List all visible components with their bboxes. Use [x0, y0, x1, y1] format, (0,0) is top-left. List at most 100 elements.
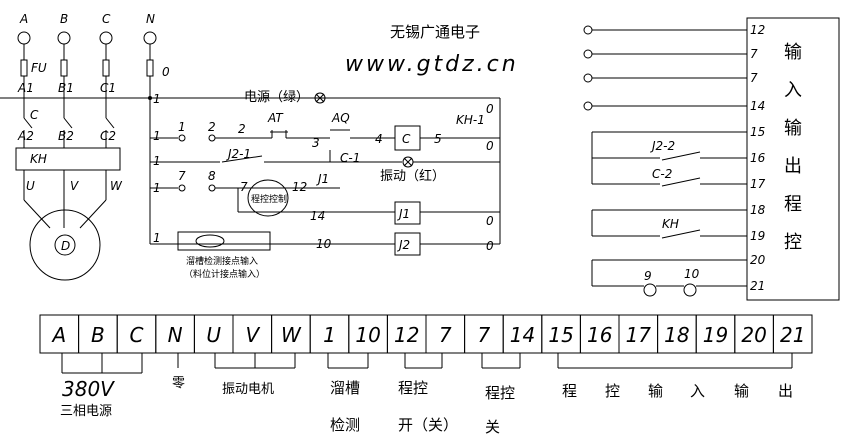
- strip-label: B: [91, 323, 105, 347]
- c-1-label: C-1: [340, 151, 360, 165]
- svg-text:J1: J1: [397, 207, 410, 221]
- strip-label: U: [206, 323, 221, 347]
- vib-lamp-label: 振动（红）: [380, 168, 445, 184]
- io-pin: 15: [750, 125, 765, 139]
- io-pin: 12: [750, 23, 765, 37]
- chute-label-2: 检测: [330, 416, 360, 434]
- hopper-input-label: 溜槽检测接点输入: [186, 255, 258, 267]
- terminal-a: [17, 31, 31, 45]
- io-pin: 19: [750, 229, 765, 243]
- strip-label: 10: [355, 323, 380, 347]
- prog-io-char: 控: [605, 382, 620, 400]
- prog-off-label-2: 关: [485, 418, 500, 436]
- level-input-label: （料位计接点输入）: [184, 268, 265, 280]
- fuse-n: [146, 59, 154, 77]
- contactor-out-a: A2: [17, 129, 34, 143]
- terminal-legend: 380V 三相电源 零 振动电机 溜槽 检测 程控 开（关） 程控 关 程 控 …: [60, 353, 793, 436]
- strip-label: 21: [780, 323, 805, 347]
- motor-u-label: U: [26, 179, 35, 193]
- svg-text:4: 4: [375, 132, 383, 146]
- control-circuit: 1 1 1 1 1 0 0 0 0 电源（绿） 1 2 2 AT 3 AQ 4 …: [149, 90, 501, 280]
- vib-motor-label: 振动电机: [222, 382, 274, 397]
- io-title-char: 控: [784, 232, 802, 253]
- prog-on-label-1: 程控: [398, 379, 428, 397]
- svg-text:7: 7: [178, 169, 186, 183]
- power-circuit: A B C N FU 0 A1 B1 C1 C A2 B2 C2: [0, 12, 500, 281]
- fuse-out-b: B1: [58, 81, 74, 95]
- left-node: 1: [153, 92, 161, 106]
- prog-io-char: 入: [690, 382, 705, 400]
- motor-label: D: [61, 239, 70, 253]
- strip-label: A: [50, 323, 66, 347]
- j1-contact-label: J1: [316, 172, 329, 186]
- strip-label: 20: [741, 323, 766, 347]
- svg-text:J2: J2: [397, 238, 410, 252]
- power-lamp-label: 电源（绿）: [244, 90, 309, 105]
- neutral-label: 0: [162, 65, 170, 79]
- hopper-sensor-symbol: [195, 234, 225, 248]
- thermal-relay-label: KH: [30, 152, 47, 166]
- svg-text:12: 12: [292, 180, 307, 194]
- io-pin: 18: [750, 203, 766, 217]
- io-pin: 16: [750, 151, 766, 165]
- strip-label: 19: [703, 323, 728, 347]
- io-title-char: 出: [784, 156, 802, 177]
- strip-cell: [772, 314, 813, 354]
- svg-text:8: 8: [208, 169, 216, 183]
- strip-label: 16: [587, 323, 612, 347]
- right-node: 0: [486, 239, 494, 253]
- io-title-char: 输: [784, 118, 802, 139]
- svg-text:2: 2: [208, 120, 216, 134]
- motor: [54, 234, 76, 256]
- io-pin: 20: [750, 253, 766, 267]
- website: www.gtdz.cn: [345, 52, 519, 77]
- fuse-c: [102, 59, 110, 77]
- io-title-char: 输: [784, 42, 802, 63]
- svg-text:1: 1: [178, 120, 186, 134]
- svg-text:5: 5: [434, 132, 442, 146]
- terminal-n: [143, 31, 157, 45]
- io-pin: 7: [750, 47, 758, 61]
- svg-text:7: 7: [240, 180, 248, 194]
- svg-text:C: C: [402, 132, 411, 146]
- io-pin: 21: [750, 279, 765, 293]
- kh1-label: KH-1: [456, 113, 485, 127]
- power-lamp: [314, 92, 326, 104]
- program-control-label: 程控控制: [251, 193, 287, 205]
- contactor-out-c: C2: [100, 129, 116, 143]
- contactor-label: C: [30, 108, 39, 122]
- c-2-label: C-2: [652, 167, 672, 181]
- terminal-c: [99, 31, 113, 45]
- svg-text:10: 10: [684, 267, 700, 281]
- io-pin: 17: [750, 177, 766, 191]
- fuse-out-c: C1: [100, 81, 116, 95]
- program-control-relay: [247, 179, 289, 217]
- hopper-sensor: [177, 231, 271, 251]
- svg-text:9: 9: [644, 269, 652, 283]
- terminal-b: [57, 31, 71, 45]
- prog-io-char: 出: [778, 382, 793, 400]
- io-pin: 14: [750, 99, 765, 113]
- terminal-a-label: A: [19, 12, 28, 26]
- fuse-a: [20, 59, 28, 77]
- left-node: 1: [153, 231, 161, 245]
- kh-label: KH: [662, 217, 679, 231]
- terminal-c-label: C: [102, 12, 111, 26]
- io-title-char: 入: [784, 80, 802, 101]
- right-node: 0: [486, 214, 494, 228]
- svg-text:10: 10: [316, 237, 332, 251]
- j1-coil: [394, 201, 421, 225]
- io-panel: 输 入 输 出 程 控 12 7 7 14 15 16 17 18 19 20 …: [583, 17, 840, 301]
- io-title-char: 程: [784, 194, 802, 215]
- fuse-label: FU: [31, 61, 47, 75]
- j2-1-label: J2-1: [226, 147, 251, 161]
- svg-text:3: 3: [312, 136, 320, 150]
- terminal-n-label: N: [146, 12, 155, 26]
- motor-w-label: W: [110, 179, 123, 193]
- thermal-relay: [15, 147, 121, 171]
- svg-text:2: 2: [238, 122, 246, 136]
- strip-label: C: [130, 323, 144, 347]
- svg-text:14: 14: [310, 209, 325, 223]
